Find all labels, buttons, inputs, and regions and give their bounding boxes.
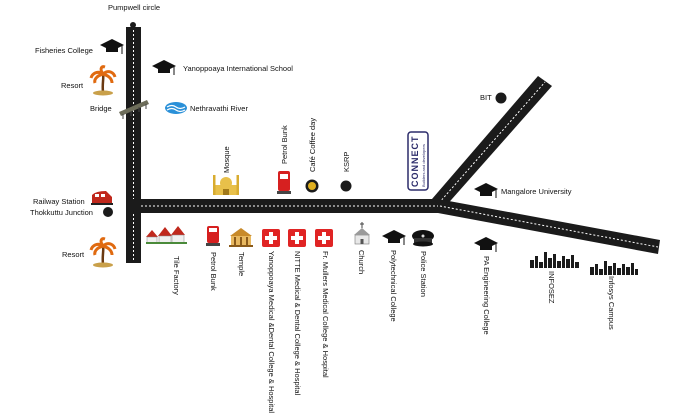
label-fr-mullers: Fr. Mullers Medical College & Hospital <box>321 251 330 378</box>
graduation-cap-icon <box>474 183 498 198</box>
road-horizontal <box>126 199 444 213</box>
label-temple: Temple <box>237 252 246 277</box>
label-infosys: Infosys Campus <box>607 276 616 330</box>
label-mosque: Mosque <box>222 146 231 173</box>
label-mangalore-university: Mangalore University <box>501 187 572 196</box>
label-yenopoya-medical: Yanoppoaya Medical &Dental College & Hos… <box>267 251 276 414</box>
bit-marker <box>495 92 507 104</box>
hospital-cross-icon <box>315 229 333 247</box>
train-icon <box>91 191 113 205</box>
ksrp-marker <box>340 180 352 192</box>
label-church: Church <box>357 250 366 275</box>
tile-factory-icon <box>146 226 187 244</box>
label-fisheries: Fisheries College <box>35 46 93 55</box>
label-bridge: Bridge <box>90 104 112 113</box>
graduation-cap-icon <box>382 230 406 245</box>
police-cap-icon <box>412 230 434 247</box>
label-ksrp: KSRP <box>342 151 351 172</box>
label-petrol-bunk-top: Petrol Bunk <box>280 125 289 164</box>
hospital-cross-icon <box>262 229 280 247</box>
coffee-cup-icon <box>305 179 319 193</box>
label-tile-factory: Tile Factory <box>172 256 181 295</box>
connect-brand: CONNECT <box>410 135 420 188</box>
river-icon <box>165 102 187 114</box>
label-pa-engineering: PA Engineering College <box>482 256 491 335</box>
graduation-cap-icon <box>474 237 498 252</box>
label-infosez: INFOSEZ <box>547 271 556 304</box>
label-yanoppoaya-school: Yanoppoaya International School <box>183 64 293 73</box>
road-to-bit <box>432 76 552 208</box>
skyline-icon <box>590 261 638 275</box>
thokkuttu-marker <box>103 207 113 217</box>
label-resort-bottom: Resort <box>62 250 85 259</box>
petrol-pump-icon <box>277 171 291 194</box>
skyline-icon <box>530 252 579 268</box>
label-railway: Railway Station <box>33 197 85 206</box>
label-petrol-bunk-bottom: Petrol Bunk <box>209 252 218 291</box>
palm-tree-icon <box>89 65 117 96</box>
connect-logo <box>407 131 429 191</box>
label-bit: BIT <box>480 93 492 102</box>
pumpwell-marker <box>130 22 136 28</box>
hospital-cross-icon <box>288 229 306 247</box>
church-icon <box>354 222 370 245</box>
label-resort-top: Resort <box>61 81 84 90</box>
graduation-cap-icon <box>152 60 176 75</box>
palm-tree-icon <box>89 237 117 268</box>
graduation-cap-icon <box>100 39 124 54</box>
road-vertical <box>126 27 141 263</box>
label-river: Nethravathi River <box>190 104 248 113</box>
petrol-pump-icon <box>206 226 220 246</box>
connect-tagline: Builders and developers <box>421 144 426 187</box>
label-pumpwell: Pumpwell circle <box>108 3 161 12</box>
bridge-icon <box>119 100 149 119</box>
temple-icon <box>229 228 253 247</box>
road-to-infosys <box>438 199 660 254</box>
label-polytechnical: Polytechnical College <box>389 250 398 322</box>
mosque-icon <box>213 175 239 195</box>
label-police-station: Police Station <box>419 251 428 297</box>
label-nitte-medical: NITTE Medical & Dental College & Hospita… <box>293 251 302 396</box>
label-thokkuttu: Thokkuttu Junction <box>30 208 93 217</box>
label-cafe: Café Coffee day <box>308 117 317 172</box>
